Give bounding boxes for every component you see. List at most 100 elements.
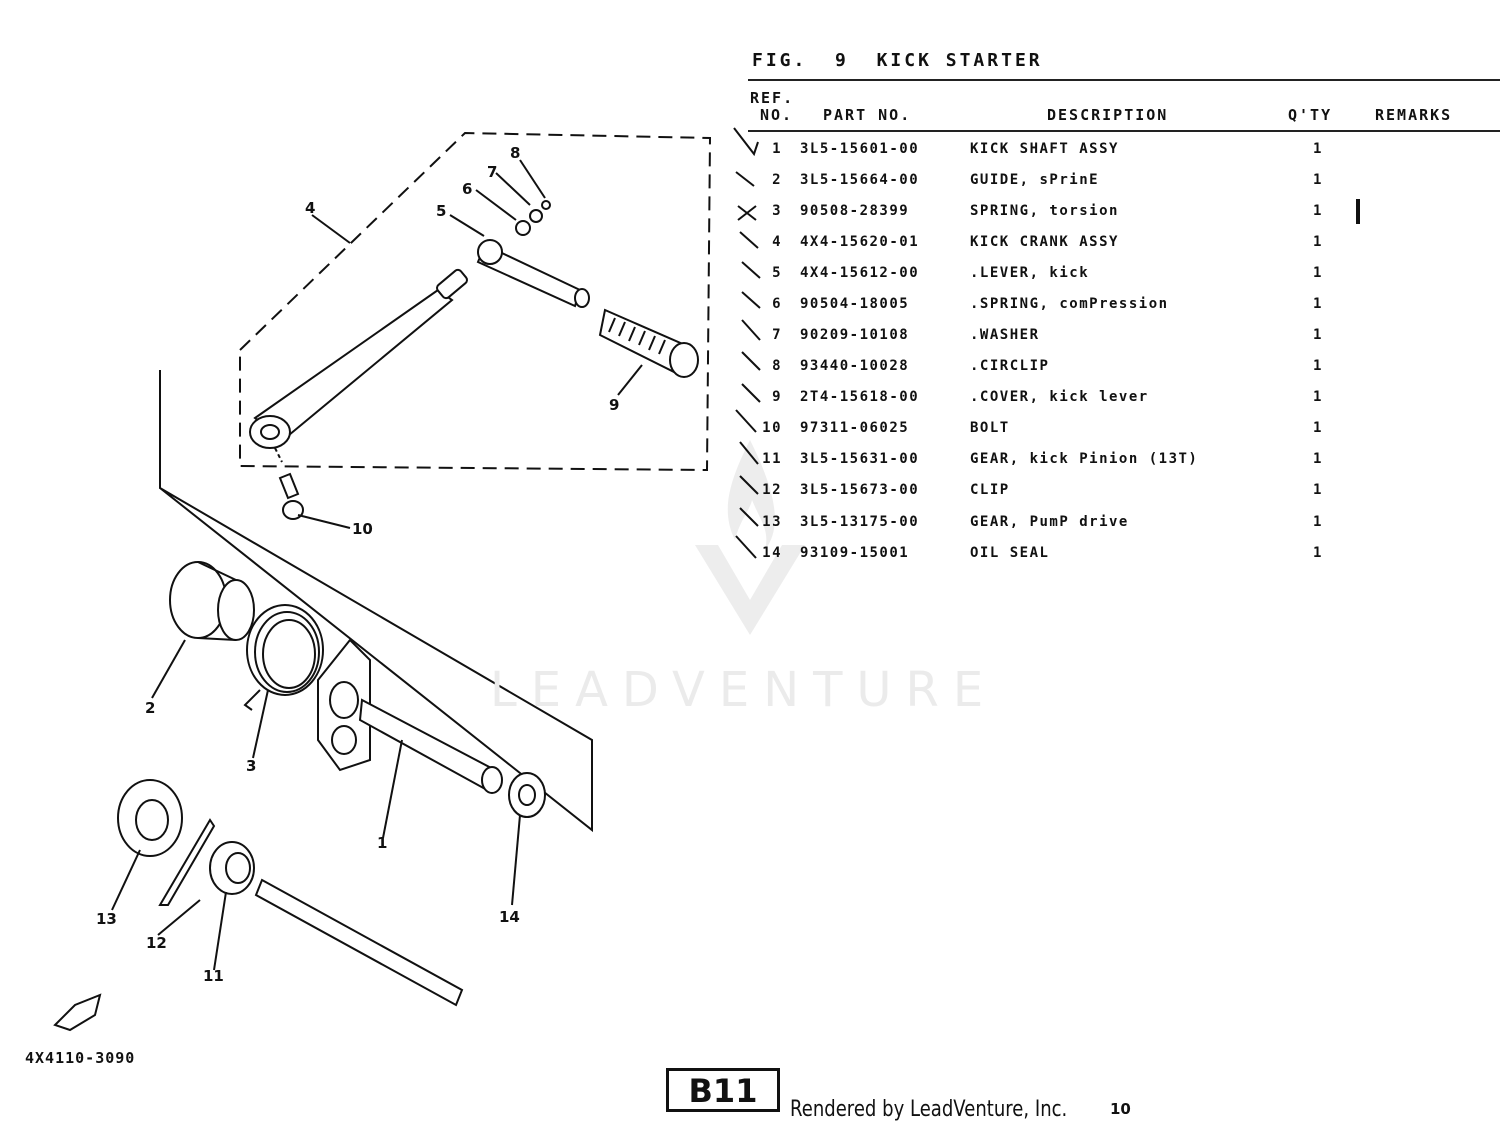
clip-part: [158, 818, 216, 906]
callout-7: 7: [487, 163, 497, 181]
quantity: 1: [1313, 358, 1323, 374]
description: CLIP: [970, 482, 1010, 498]
pump-drive-gear-part: [117, 779, 183, 857]
table-row: 13 3L5-13175-00 GEAR, PumP drive 1: [0, 514, 1500, 545]
part-no: 90504-18005: [800, 296, 910, 312]
table-row: 9 2T4-15618-00 .COVER, kick lever 1: [0, 389, 1500, 420]
callout-9: 9: [609, 396, 619, 414]
table-row: 7 90209-10108 .WASHER 1: [0, 327, 1500, 358]
description: GUIDE, sPrinE: [970, 172, 1100, 188]
description: GEAR, PumP drive: [970, 514, 1129, 530]
leadventure-logo-watermark: [695, 440, 805, 635]
page-number: 10: [1110, 1100, 1131, 1118]
part-no: 2T4-15618-00: [800, 389, 920, 405]
table-row: 6 90504-18005 .SPRING, comPression 1: [0, 296, 1500, 327]
part-no: 90508-28399: [800, 203, 910, 219]
ref-no: 13: [762, 514, 782, 530]
diagram-callouts: 1 2 3 4 5 6 7 8 9 10 11 12 13 14: [96, 144, 619, 985]
main-shaft-part: [254, 878, 464, 1007]
footer-credit: Rendered by LeadVenture, Inc.: [790, 1097, 1068, 1122]
description: .SPRING, comPression: [970, 296, 1169, 312]
quantity: 1: [1313, 514, 1323, 530]
watermark-text: LEADVENTURE: [490, 662, 998, 718]
part-no: 3L5-15631-00: [800, 451, 920, 467]
table-row: 11 3L5-15631-00 GEAR, kick Pinion (13T) …: [0, 451, 1500, 482]
callout-10: 10: [352, 520, 373, 538]
diagram-code: 4X4110-3090: [25, 1049, 136, 1067]
ref-no: 3: [772, 203, 782, 219]
part-no: 3L5-13175-00: [800, 514, 920, 530]
description: OIL SEAL: [970, 545, 1050, 561]
quantity: 1: [1313, 451, 1323, 467]
table-row: 8 93440-10028 .CIRCLIP 1: [0, 358, 1500, 389]
ref-no: 7: [772, 327, 782, 343]
washer-part: [529, 209, 543, 223]
table-row: 10 97311-06025 BOLT 1: [0, 420, 1500, 451]
part-no: 3L5-15601-00: [800, 141, 920, 157]
check-marks: [733, 127, 761, 559]
oil-seal-part: [508, 772, 546, 818]
ref-no: 4: [772, 234, 782, 250]
header-ref-line1: REF.: [750, 89, 795, 107]
title-rule: [748, 79, 1500, 81]
remark-mark: [1356, 199, 1360, 224]
table-row: 14 93109-15001 OIL SEAL 1: [0, 545, 1500, 576]
ref-no: 8: [772, 358, 782, 374]
kick-crank-assy-boundary: [239, 131, 712, 472]
callout-1: 1: [377, 834, 387, 852]
part-no: 90209-10108: [800, 327, 910, 343]
kick-lever-cover-part: [598, 308, 699, 378]
table-row: 4 4X4-15620-01 KICK CRANK ASSY 1: [0, 234, 1500, 265]
callout-5: 5: [436, 202, 446, 220]
quantity: 1: [1313, 327, 1323, 343]
quantity: 1: [1313, 296, 1323, 312]
table-row: 2 3L5-15664-00 GUIDE, sPrinE 1: [0, 172, 1500, 203]
quantity: 1: [1313, 482, 1323, 498]
page-box: B11: [666, 1068, 780, 1112]
description: SPRING, torsion: [970, 203, 1119, 219]
table-row: 3 90508-28399 SPRING, torsion 1: [0, 203, 1500, 234]
header-rule: [748, 130, 1500, 132]
ref-no: 11: [762, 451, 782, 467]
kick-shaft-part: [317, 638, 503, 794]
description: .WASHER: [970, 327, 1040, 343]
description: .COVER, kick lever: [970, 389, 1149, 405]
callout-8: 8: [510, 144, 520, 162]
kick-lever-part: [476, 239, 590, 308]
callout-3: 3: [246, 757, 256, 775]
ref-no: 10: [762, 420, 782, 436]
quantity: 1: [1313, 265, 1323, 281]
callout-4: 4: [305, 199, 315, 217]
quantity: 1: [1313, 141, 1323, 157]
torsion-spring-part: [243, 604, 324, 711]
header-description: DESCRIPTION: [1047, 106, 1169, 124]
description: GEAR, kick Pinion (13T): [970, 451, 1199, 467]
quantity: 1: [1313, 234, 1323, 250]
kick-crank-part: [249, 268, 468, 463]
compression-spring-part: [515, 220, 531, 236]
callout-12: 12: [146, 934, 167, 952]
callout-2: 2: [145, 699, 155, 717]
part-no: 3L5-15664-00: [800, 172, 920, 188]
part-no: 4X4-15620-01: [800, 234, 920, 250]
ref-no: 2: [772, 172, 782, 188]
ref-no: 9: [772, 389, 782, 405]
table-row: 1 3L5-15601-00 KICK SHAFT ASSY 1: [0, 141, 1500, 172]
exploded-parts-diagram: 1 2 3 4 5 6 7 8 9 10 11 12 13 14: [53, 131, 712, 1032]
spring-guide-part: [169, 561, 255, 641]
quantity: 1: [1313, 203, 1323, 219]
ref-no: 1: [772, 141, 782, 157]
figure-number: 9: [835, 50, 849, 71]
table-row: 12 3L5-15673-00 CLIP 1: [0, 482, 1500, 513]
description: .LEVER, kick: [970, 265, 1090, 281]
figure-label: FIG.: [752, 50, 808, 71]
header-ref-line2: NO.: [760, 106, 794, 124]
bolt-part: [278, 472, 304, 520]
quantity: 1: [1313, 172, 1323, 188]
header-qty: Q'TY: [1288, 106, 1333, 124]
part-no: 97311-06025: [800, 420, 910, 436]
kick-pinion-gear-part: [209, 841, 255, 895]
callout-11: 11: [203, 967, 224, 985]
forward-arrow-icon: [53, 993, 102, 1032]
description: KICK SHAFT ASSY: [970, 141, 1119, 157]
